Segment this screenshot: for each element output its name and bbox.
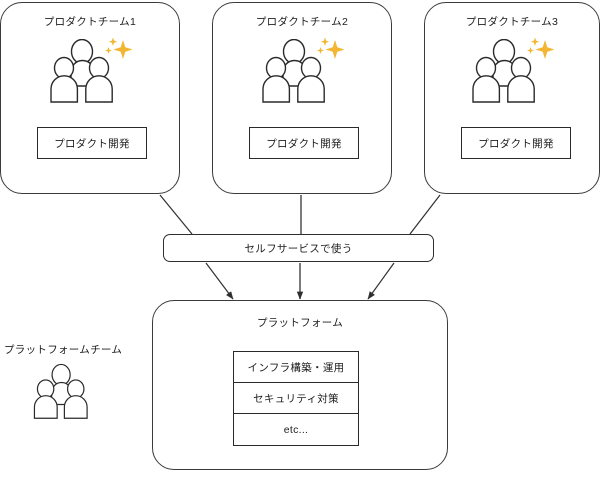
product-team-3-task-box[interactable]: プロダクト開発 bbox=[461, 127, 571, 159]
connector-team3-to-selfservice bbox=[409, 194, 441, 235]
platform-capability-table: インフラ構築・運用 セキュリティ対策 etc... bbox=[233, 351, 359, 446]
arrow-selfservice-to-platform-left bbox=[205, 262, 234, 300]
platform-team-icon-area bbox=[31, 362, 105, 428]
product-team-card-1[interactable]: プロダクトチーム1 プロダクト開発 bbox=[0, 2, 180, 194]
connector-team1-to-selfservice bbox=[159, 194, 193, 235]
platform-capability-row[interactable]: etc... bbox=[283, 423, 309, 436]
product-team-3-icon-area bbox=[425, 37, 599, 111]
people-group-icon bbox=[33, 363, 88, 419]
product-team-card-3[interactable]: プロダクトチーム3 プロダクト開発 bbox=[424, 2, 600, 194]
platform-team-label: プラットフォームチーム bbox=[4, 344, 123, 356]
product-team-2-icon-area bbox=[213, 37, 391, 111]
product-team-1-task-box[interactable]: プロダクト開発 bbox=[37, 127, 147, 159]
platform-capability-row[interactable]: インフラ構築・運用 bbox=[234, 352, 358, 383]
platform-title: プラットフォーム bbox=[256, 317, 344, 329]
sparkle-icon bbox=[317, 37, 345, 59]
self-service-box[interactable]: セルフサービスで使う bbox=[163, 234, 434, 262]
product-team-1-icon-area bbox=[1, 37, 179, 111]
people-group-icon bbox=[50, 38, 113, 103]
product-team-2-task-box[interactable]: プロダクト開発 bbox=[249, 127, 359, 159]
product-team-card-2[interactable]: プロダクトチーム2 プロダクト開発 bbox=[212, 2, 392, 194]
product-team-1-title: プロダクトチーム1 bbox=[43, 16, 137, 28]
product-team-2-title: プロダクトチーム2 bbox=[255, 16, 349, 28]
people-group-icon bbox=[262, 38, 325, 103]
sparkle-icon bbox=[527, 37, 555, 59]
platform-card[interactable]: プラットフォーム インフラ構築・運用 セキュリティ対策 etc... bbox=[152, 300, 448, 470]
arrow-selfservice-to-platform-right bbox=[367, 262, 395, 300]
sparkle-icon bbox=[105, 37, 133, 59]
product-team-3-title: プロダクトチーム3 bbox=[465, 16, 559, 28]
platform-capability-row[interactable]: セキュリティ対策 bbox=[234, 383, 358, 414]
people-group-icon bbox=[472, 38, 535, 103]
